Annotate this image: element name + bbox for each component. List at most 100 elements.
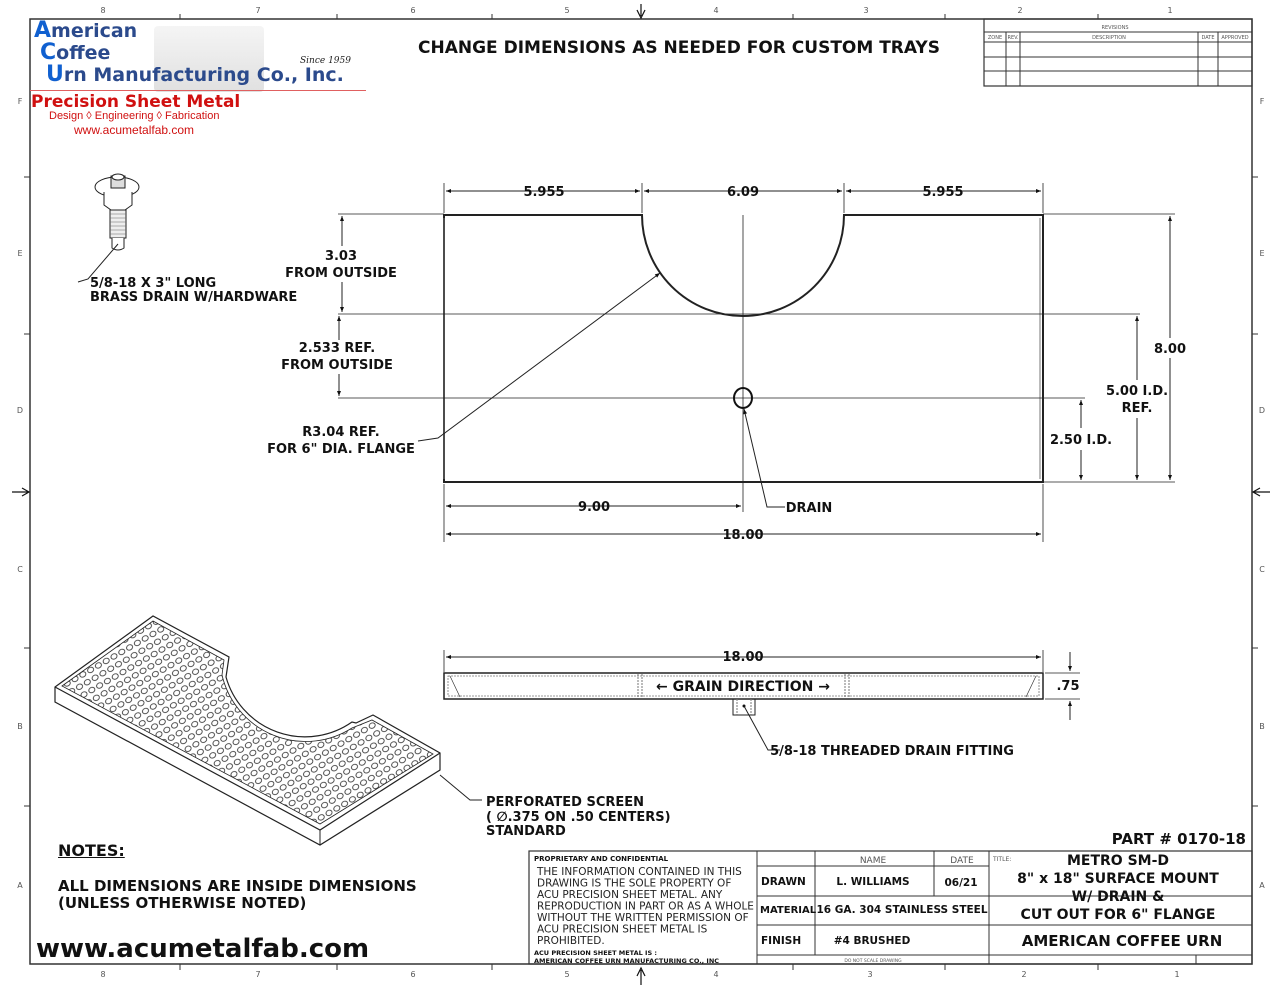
svg-text:L. WILLIAMS: L. WILLIAMS: [836, 876, 909, 888]
svg-text:D: D: [1259, 406, 1265, 415]
svg-text:3: 3: [867, 970, 872, 979]
svg-text:1: 1: [1167, 6, 1172, 15]
svg-text:3.03: 3.03: [325, 249, 357, 264]
svg-text:3: 3: [863, 6, 868, 15]
svg-text:18.00: 18.00: [722, 650, 763, 665]
notes-heading: NOTES:: [58, 841, 125, 860]
zone-labels: 8 7 6 5 4 3 2 1 8 7 6 5 4 3 2 1 F E D C …: [17, 6, 1265, 979]
svg-text:FROM OUTSIDE: FROM OUTSIDE: [285, 266, 397, 281]
perforated-screen-label: PERFORATED SCREEN ( ∅.375 ON .50 CENTERS…: [486, 795, 671, 839]
svg-text:06/21: 06/21: [944, 877, 977, 889]
svg-text:REF.: REF.: [1122, 401, 1153, 416]
svg-text:( ∅.375 ON .50 CENTERS): ( ∅.375 ON .50 CENTERS): [486, 810, 671, 825]
svg-text:5: 5: [564, 970, 569, 979]
svg-text:E: E: [1259, 249, 1264, 258]
svg-text:DO NOT SCALE DRAWING: DO NOT SCALE DRAWING: [844, 958, 902, 964]
svg-text:ACU PRECISION SHEET METAL IS: ACU PRECISION SHEET METAL IS: [537, 924, 708, 936]
svg-text:2: 2: [1021, 970, 1026, 979]
svg-text:5.955: 5.955: [523, 185, 564, 200]
svg-text:.75: .75: [1056, 679, 1079, 694]
svg-text:← GRAIN DIRECTION →: ← GRAIN DIRECTION →: [656, 679, 830, 695]
svg-text:DESCRIPTION: DESCRIPTION: [1092, 35, 1126, 41]
svg-text:8.00: 8.00: [1154, 342, 1186, 357]
svg-text:PROHIBITED.: PROHIBITED.: [537, 935, 605, 947]
svg-text:MATERIAL: MATERIAL: [760, 905, 817, 916]
svg-text:PERFORATED SCREEN: PERFORATED SCREEN: [486, 795, 644, 810]
header-note: CHANGE DIMENSIONS AS NEEDED FOR CUSTOM T…: [418, 38, 940, 58]
logo-divider: [30, 90, 366, 91]
notes-line-1: ALL DIMENSIONS ARE INSIDE DIMENSIONS: [58, 877, 417, 895]
svg-text:C: C: [17, 565, 23, 574]
svg-text:B: B: [1259, 722, 1265, 731]
svg-text:5: 5: [564, 6, 569, 15]
svg-text:PROPRIETARY AND CONFIDENTIAL: PROPRIETARY AND CONFIDENTIAL: [534, 855, 669, 863]
svg-text:A: A: [17, 881, 23, 890]
svg-text:ACU PRECISION SHEET METAL. AN: ACU PRECISION SHEET METAL. ANY: [537, 889, 723, 901]
svg-text:CUT OUT FOR 6" FLANGE: CUT OUT FOR 6" FLANGE: [1021, 907, 1216, 923]
brass-drain-label: 5/8-18 X 3" LONG BRASS DRAIN W/HARDWARE: [90, 276, 297, 305]
svg-text:DRAIN: DRAIN: [786, 501, 833, 516]
svg-text:ACU PRECISION SHEET METAL IS :: ACU PRECISION SHEET METAL IS :: [534, 949, 657, 957]
svg-text:7: 7: [255, 6, 260, 15]
notes-line-2: (UNLESS OTHERWISE NOTED): [58, 894, 307, 912]
svg-text:DATE: DATE: [950, 856, 974, 866]
brass-drain-illustration: [77, 173, 140, 283]
logo-url[interactable]: www.acumetalfab.com: [74, 123, 195, 137]
svg-text:4: 4: [713, 6, 718, 15]
svg-text:9.00: 9.00: [578, 500, 610, 515]
svg-text:R3.04 REF.: R3.04 REF.: [302, 425, 379, 440]
title-block-text: PART # 0170-18 PROPRIETARY AND CONFIDENT…: [534, 830, 1246, 965]
svg-text:STANDARD: STANDARD: [486, 824, 566, 839]
svg-text:BRASS DRAIN W/HARDWARE: BRASS DRAIN W/HARDWARE: [90, 290, 297, 305]
footer-url[interactable]: www.acumetalfab.com: [36, 934, 370, 964]
part-number: PART # 0170-18: [1112, 830, 1246, 848]
svg-text:18.00: 18.00: [722, 528, 763, 543]
svg-text:NAME: NAME: [860, 856, 887, 866]
svg-text:7: 7: [255, 970, 260, 979]
logo-line-american: American: [34, 18, 138, 43]
side-view: [443, 650, 1080, 751]
svg-text:C: C: [1259, 565, 1265, 574]
svg-text:REVISIONS: REVISIONS: [1101, 25, 1128, 31]
svg-text:5.955: 5.955: [922, 185, 963, 200]
svg-text:6: 6: [410, 970, 415, 979]
svg-text:THE INFORMATION CONTAINED IN T: THE INFORMATION CONTAINED IN THIS: [536, 866, 742, 878]
svg-text:A: A: [1259, 881, 1265, 890]
svg-text:D: D: [17, 406, 23, 415]
isometric-view: [54, 615, 482, 846]
svg-text:DATE: DATE: [1201, 35, 1214, 41]
logo-line-urn: Urn Manufacturing Co., Inc.: [46, 62, 344, 87]
svg-text:5/8-18 THREADED DRAIN FITTING: 5/8-18 THREADED DRAIN FITTING: [770, 744, 1014, 759]
svg-text:B: B: [17, 722, 23, 731]
svg-text:TITLE:: TITLE:: [992, 856, 1011, 863]
svg-text:METRO SM-D: METRO SM-D: [1067, 853, 1169, 869]
svg-text:6: 6: [410, 6, 415, 15]
svg-text:DRAWN: DRAWN: [761, 876, 806, 888]
svg-text:F: F: [1260, 97, 1265, 106]
svg-text:FINISH: FINISH: [761, 935, 801, 947]
svg-text:8" x 18" SURFACE MOUNT: 8" x 18" SURFACE MOUNT: [1017, 871, 1219, 887]
svg-text:2: 2: [1017, 6, 1022, 15]
svg-text:WITHOUT THE WRITTEN PERMISSION: WITHOUT THE WRITTEN PERMISSION OF: [537, 912, 749, 924]
top-view-dimensions: 5.955 6.09 5.955 3.03 FROM OUTSIDE 2.533…: [267, 185, 1186, 543]
logo-line-coffee: Coffee: [40, 40, 111, 65]
svg-text:DRAWING IS THE SOLE PROPERTY O: DRAWING IS THE SOLE PROPERTY OF: [537, 878, 731, 890]
svg-text:REV.: REV.: [1008, 35, 1019, 41]
top-view: [337, 183, 1175, 542]
svg-text:4: 4: [713, 970, 718, 979]
company-logo: American Coffee Urn Manufacturing Co., I…: [30, 18, 374, 140]
side-view-labels: 18.00 ← GRAIN DIRECTION → .75 5/8-18 THR…: [656, 650, 1079, 759]
svg-text:FOR 6" DIA. FLANGE: FOR 6" DIA. FLANGE: [267, 442, 415, 457]
svg-text:ZONE: ZONE: [988, 35, 1002, 41]
svg-text:FROM OUTSIDE: FROM OUTSIDE: [281, 358, 393, 373]
svg-text:16 GA. 304 STAINLESS STEEL: 16 GA. 304 STAINLESS STEEL: [816, 904, 987, 916]
svg-text:5/8-18 X 3" LONG: 5/8-18 X 3" LONG: [90, 276, 216, 291]
svg-text:#4 BRUSHED: #4 BRUSHED: [834, 935, 911, 947]
svg-text:AMERICAN COFFEE URN MANUFACTUR: AMERICAN COFFEE URN MANUFACTURING CO., I…: [534, 957, 719, 965]
svg-text:8: 8: [100, 6, 105, 15]
logo-services: Design ◊ Engineering ◊ Fabrication: [49, 110, 220, 122]
svg-text:2.533 REF.: 2.533 REF.: [299, 341, 375, 356]
svg-text:1: 1: [1174, 970, 1179, 979]
svg-text:8: 8: [100, 970, 105, 979]
